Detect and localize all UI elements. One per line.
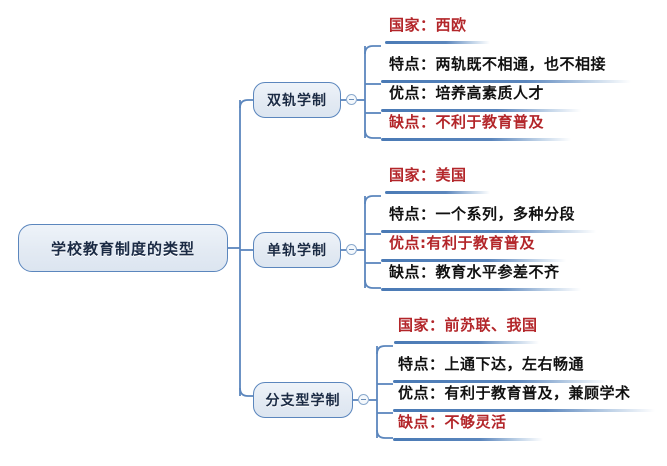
- leaf-value: 西欧: [435, 16, 467, 34]
- leaf-label: 缺点：: [389, 113, 436, 131]
- leaf-value: 两轨既不相通，也不相接: [435, 55, 607, 73]
- leaf-label: 缺点：: [389, 263, 436, 281]
- leaf-row[interactable]: 缺点：不够灵活: [394, 411, 511, 437]
- leaf-underline: [385, 191, 490, 194]
- branch-node-shuanggui[interactable]: 双轨学制: [253, 82, 341, 118]
- leaf-value: 有利于教育普及，兼顾学术: [444, 384, 631, 402]
- leaf-row[interactable]: 优点:有利于教育普及: [385, 232, 539, 258]
- leaf-label: 优点：: [398, 384, 445, 402]
- leaf-value: 培养高素质人才: [435, 84, 545, 102]
- leaf-underline: [393, 438, 543, 441]
- leaf-label: 国家：: [389, 16, 436, 34]
- leaf-row[interactable]: 特点：两轨既不相通，也不相接: [385, 53, 610, 79]
- leaf-value: 有利于教育普及: [426, 234, 536, 252]
- branch-node-label: 双轨学制: [267, 93, 327, 109]
- leaf-underline: [381, 288, 581, 291]
- collapse-toggle-icon-fenzhixing[interactable]: [358, 394, 369, 405]
- leaf-underline: [381, 109, 581, 112]
- root-node[interactable]: 学校教育制度的类型: [18, 224, 228, 272]
- branch-node-label: 单轨学制: [267, 243, 327, 259]
- leaf-label: 特点：: [389, 55, 436, 73]
- leaf-label: 优点：: [389, 84, 436, 102]
- leaf-underline: [381, 230, 596, 233]
- leaf-value: 前苏联、我国: [444, 316, 538, 334]
- leaf-row[interactable]: 优点：有利于教育普及，兼顾学术: [394, 382, 635, 408]
- leaf-underline: [393, 409, 655, 412]
- leaf-underline: [381, 259, 566, 262]
- leaf-row[interactable]: 国家：西欧: [385, 14, 471, 40]
- leaf-value: 教育水平参差不齐: [435, 263, 560, 281]
- leaf-row[interactable]: 缺点：教育水平参差不齐: [385, 261, 564, 287]
- leaf-value: 不利于教育普及: [435, 113, 545, 131]
- leaf-value: 一个系列，多种分段: [435, 205, 576, 223]
- leaf-underline: [381, 80, 631, 83]
- leaf-value: 美国: [435, 166, 467, 184]
- leaf-row[interactable]: 特点：一个系列，多种分段: [385, 203, 579, 229]
- leaf-label: 特点：: [398, 355, 445, 373]
- leaf-row[interactable]: 国家：美国: [385, 164, 471, 190]
- branch-node-dangui[interactable]: 单轨学制: [253, 232, 341, 268]
- root-node-label: 学校教育制度的类型: [50, 239, 195, 258]
- leaf-underline: [381, 138, 571, 141]
- leaf-label: 缺点：: [398, 413, 445, 431]
- leaf-underline: [393, 380, 608, 383]
- leaf-underline: [394, 341, 539, 344]
- collapse-toggle-icon-shuanggui[interactable]: [346, 94, 357, 105]
- leaf-row[interactable]: 国家：前苏联、我国: [394, 314, 542, 340]
- branch-node-fenzhixing[interactable]: 分支型学制: [253, 382, 353, 418]
- leaf-label: 优点:: [389, 234, 427, 252]
- leaf-value: 不够灵活: [444, 413, 507, 431]
- leaf-row[interactable]: 缺点：不利于教育普及: [385, 111, 548, 137]
- collapse-toggle-icon-dangui[interactable]: [346, 244, 357, 255]
- leaf-label: 国家：: [398, 316, 445, 334]
- leaf-value: 上通下达，左右畅通: [444, 355, 585, 373]
- leaf-label: 特点：: [389, 205, 436, 223]
- branch-node-label: 分支型学制: [265, 393, 341, 409]
- leaf-row[interactable]: 优点：培养高素质人才: [385, 82, 548, 108]
- leaf-row[interactable]: 特点：上通下达，左右畅通: [394, 353, 588, 379]
- leaf-label: 国家：: [389, 166, 436, 184]
- leaf-underline: [385, 41, 490, 44]
